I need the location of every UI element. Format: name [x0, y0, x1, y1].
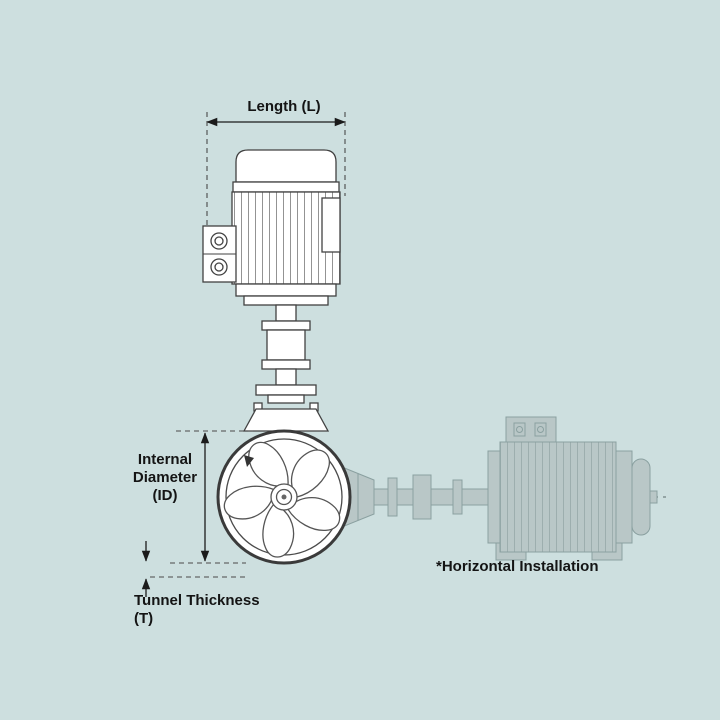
horizontal-drive-shaft [373, 474, 489, 520]
length-label: Length (L) [247, 98, 320, 115]
horizontal-installation-label: *Horizontal Installation [436, 558, 599, 575]
length-dimension: Length (L) [206, 98, 346, 226]
junction-box [321, 197, 341, 253]
tunnel-thickness-label-line2: (T) [134, 610, 153, 627]
internal-diameter-label-line1: Internal [138, 451, 192, 468]
vertical-motor [231, 149, 341, 306]
propeller-rotation-arrow-icon [244, 455, 254, 467]
terminal-box [505, 416, 557, 443]
vertical-thruster-unit [202, 149, 352, 565]
vertical-drive-shaft [255, 304, 317, 404]
internal-diameter-label-line2: Diameter [133, 469, 197, 486]
propeller [220, 441, 346, 563]
tunnel-thickness-dimension: Tunnel Thickness (T) [134, 541, 260, 627]
mounting-bracket [202, 225, 237, 283]
horizontal-motor [487, 441, 658, 553]
internal-diameter-label-line3: (ID) [153, 487, 178, 504]
internal-diameter-dimension: Internal Diameter (ID) [133, 430, 254, 564]
tunnel-housing [242, 402, 330, 432]
horizontal-installation-unit [338, 416, 666, 561]
tunnel-thickness-label-line1: Tunnel Thickness [134, 592, 260, 609]
